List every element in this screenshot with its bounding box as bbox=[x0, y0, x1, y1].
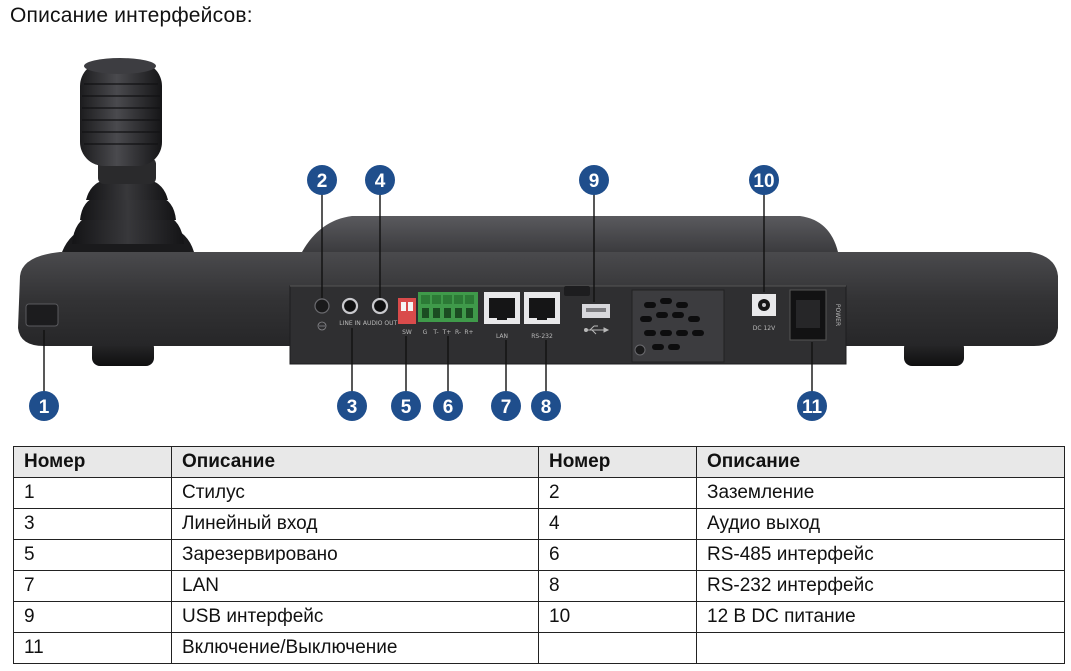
table-cell bbox=[696, 632, 1065, 664]
page-title: Описание интерфейсов: bbox=[10, 4, 253, 27]
rs232-port[interactable]: RS-232 bbox=[524, 292, 560, 340]
callout-11: 11 bbox=[797, 391, 827, 421]
table-cell: 3 bbox=[13, 508, 172, 540]
callout-2: 2 bbox=[307, 165, 337, 195]
callout-8: 8 bbox=[531, 391, 561, 421]
rs485-pin-r-minus: R- bbox=[455, 329, 461, 336]
lan-label: LAN bbox=[496, 333, 508, 340]
callout-6: 6 bbox=[433, 391, 463, 421]
table-cell: 11 bbox=[13, 632, 172, 664]
table-cell: 4 bbox=[538, 508, 697, 540]
lan-port[interactable]: LAN bbox=[484, 292, 520, 340]
sw-label: SW bbox=[402, 329, 412, 336]
table-cell: LAN bbox=[171, 570, 539, 602]
table-cell: 7 bbox=[13, 570, 172, 602]
table-cell: 6 bbox=[538, 539, 697, 571]
header-number: Номер bbox=[13, 446, 172, 478]
svg-text:3: 3 bbox=[347, 397, 358, 418]
table-header-row: Номер Описание Номер Описание bbox=[13, 446, 1065, 478]
callout-10: 10 bbox=[749, 165, 779, 195]
callout-5: 5 bbox=[391, 391, 421, 421]
svg-text:11: 11 bbox=[802, 397, 823, 418]
usb-port[interactable] bbox=[564, 286, 610, 335]
device-top-panel bbox=[302, 216, 838, 252]
audio-out-label: AUDIO OUT bbox=[363, 320, 398, 327]
power-switch[interactable]: POWER bbox=[789, 289, 841, 341]
table-cell: Зарезервировано bbox=[171, 539, 539, 571]
callout-9: 9 bbox=[579, 165, 609, 195]
table-cell: Заземление bbox=[696, 477, 1065, 509]
line-in-jack[interactable]: LINE IN bbox=[339, 297, 361, 327]
header-number: Номер bbox=[538, 446, 697, 478]
callout-1: 1 bbox=[29, 391, 59, 421]
table-cell: 10 bbox=[538, 601, 697, 633]
svg-text:10: 10 bbox=[753, 171, 774, 192]
table-row: 11 Включение/Выключение bbox=[13, 632, 1065, 664]
header-description: Описание bbox=[696, 446, 1065, 478]
table-cell: 12 В DC питание bbox=[696, 601, 1065, 633]
svg-text:8: 8 bbox=[541, 397, 552, 418]
joystick[interactable] bbox=[62, 58, 194, 252]
rs485-terminal-block[interactable]: G T- T+ R- R+ bbox=[418, 292, 478, 336]
table-cell: Аудио выход bbox=[696, 508, 1065, 540]
callout-7: 7 bbox=[491, 391, 521, 421]
svg-text:1: 1 bbox=[39, 397, 50, 418]
interface-table: Номер Описание Номер Описание 1 Стилус 2… bbox=[13, 446, 1065, 664]
table-cell: 9 bbox=[13, 601, 172, 633]
dc-power-jack[interactable]: DC 12V bbox=[752, 294, 776, 332]
ground-screw bbox=[314, 298, 330, 331]
table-cell: 8 bbox=[538, 570, 697, 602]
header-description: Описание bbox=[171, 446, 539, 478]
device-rear-panel-figure: LINE IN AUDIO OUT SW bbox=[0, 40, 1071, 440]
table-cell: Стилус bbox=[171, 477, 539, 509]
rs485-pin-g: G bbox=[423, 329, 428, 336]
table-row: 7 LAN 8 RS-232 интерфейс bbox=[13, 570, 1065, 602]
table-row: 1 Стилус 2 Заземление bbox=[13, 477, 1065, 509]
table-row: 9 USB интерфейс 10 12 В DC питание bbox=[13, 601, 1065, 633]
table-cell: USB интерфейс bbox=[171, 601, 539, 633]
rs485-pin-r-plus: R+ bbox=[464, 329, 473, 336]
table-cell: 2 bbox=[538, 477, 697, 509]
callout-4: 4 bbox=[365, 165, 395, 195]
line-in-label: LINE IN bbox=[339, 320, 361, 327]
callout-3: 3 bbox=[337, 391, 367, 421]
table-row: 3 Линейный вход 4 Аудио выход bbox=[13, 508, 1065, 540]
svg-text:2: 2 bbox=[317, 171, 328, 192]
table-cell bbox=[538, 632, 697, 664]
rs485-pin-t-minus: T- bbox=[432, 329, 438, 336]
table-cell: 5 bbox=[13, 539, 172, 571]
usb-icon bbox=[584, 325, 610, 335]
table-cell: 1 bbox=[13, 477, 172, 509]
rs485-pin-t-plus: T+ bbox=[442, 329, 452, 336]
svg-text:5: 5 bbox=[401, 397, 412, 418]
stylus-slot[interactable] bbox=[25, 303, 59, 327]
table-cell: Линейный вход bbox=[171, 508, 539, 540]
table-cell: RS-485 интерфейс bbox=[696, 539, 1065, 571]
callout-leader-lines bbox=[43, 194, 813, 392]
rs232-label: RS-232 bbox=[531, 333, 553, 340]
power-label: POWER bbox=[834, 304, 841, 326]
svg-text:7: 7 bbox=[501, 397, 512, 418]
table-cell: RS-232 интерфейс bbox=[696, 570, 1065, 602]
audio-out-jack[interactable]: AUDIO OUT bbox=[363, 297, 398, 327]
dip-switch[interactable]: SW bbox=[398, 298, 416, 336]
svg-text:6: 6 bbox=[443, 397, 454, 418]
rubber-feet bbox=[92, 340, 964, 366]
table-row: 5 Зарезервировано 6 RS-485 интерфейс bbox=[13, 539, 1065, 571]
svg-text:4: 4 bbox=[375, 171, 386, 192]
dc-12v-label: DC 12V bbox=[753, 325, 776, 332]
svg-text:9: 9 bbox=[589, 171, 600, 192]
table-cell: Включение/Выключение bbox=[171, 632, 539, 664]
fan-vent bbox=[631, 289, 725, 363]
